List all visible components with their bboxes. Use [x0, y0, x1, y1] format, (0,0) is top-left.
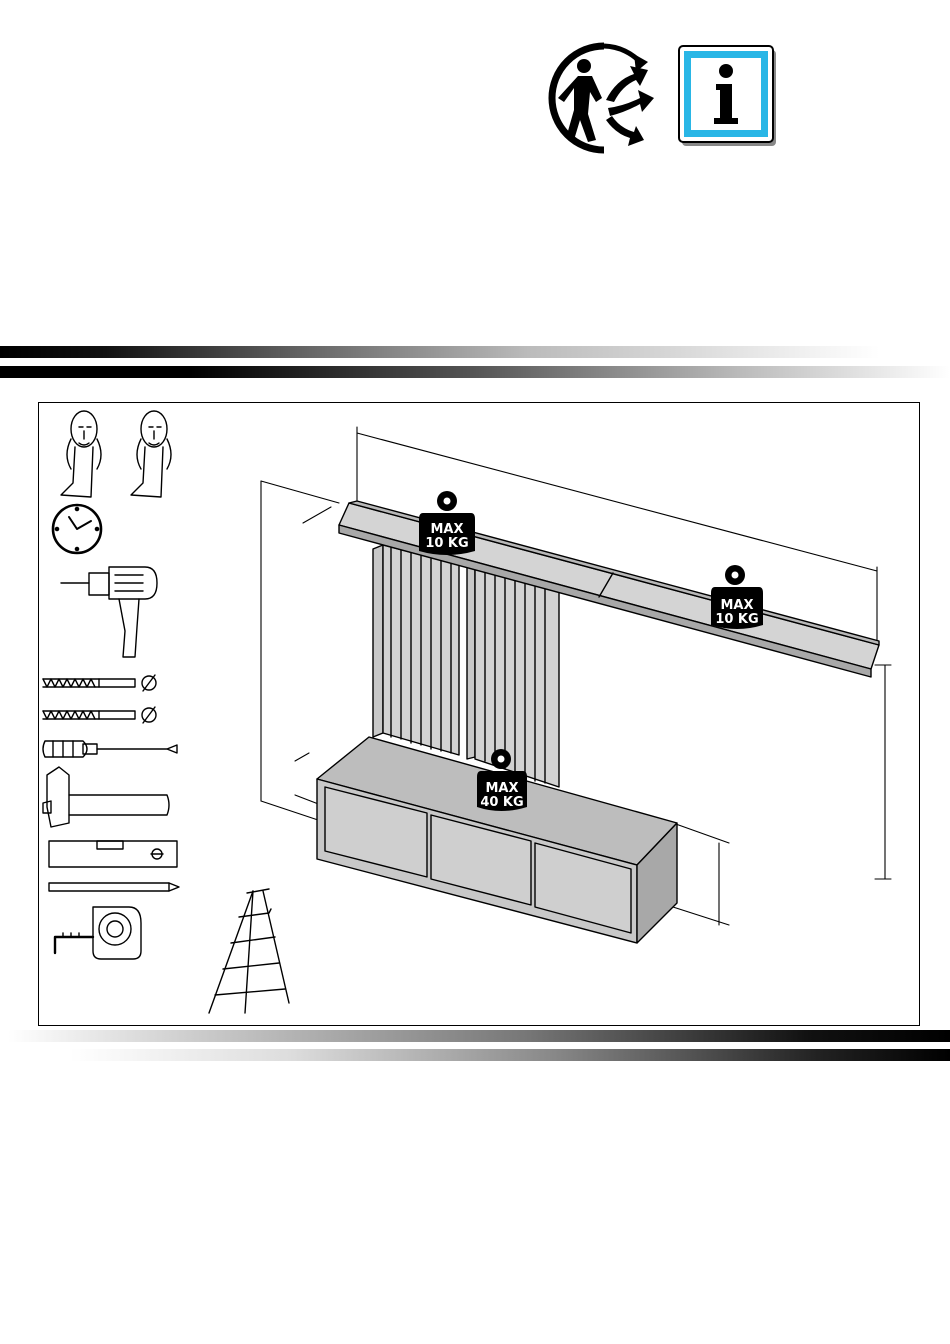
weight-left-shelf: MAX 10 KG: [419, 491, 475, 555]
header-gradient-bar-2: [0, 366, 950, 378]
two-persons-icon: [61, 411, 171, 497]
drill-bit-icon: [43, 707, 156, 723]
weight-label-bottom: 10 KG: [425, 536, 468, 551]
weight-right-shelf: MAX 10 KG: [711, 565, 763, 629]
tape-measure-icon: [55, 907, 141, 959]
weight-label-bottom: 10 KG: [715, 612, 758, 627]
drill-icon: [61, 567, 157, 657]
clock-icon: [53, 505, 101, 553]
weight-label-top: MAX: [720, 598, 753, 613]
spirit-level-icon: [49, 841, 177, 867]
assembly-illustration: MAX 10 KG MAX 10 KG MAX 40 KG: [39, 403, 921, 1027]
assembly-overview-panel: MAX 10 KG MAX 10 KG MAX 40 KG: [38, 402, 920, 1026]
weight-label-top: MAX: [485, 781, 518, 796]
info-icon: [678, 44, 778, 148]
screwdriver-icon: [43, 741, 177, 757]
drill-bit-icon: [43, 675, 156, 691]
hammer-icon: [43, 767, 169, 827]
step-ladder-icon: [209, 889, 289, 1013]
header-gradient-bar-1: [0, 346, 880, 358]
weight-label-top: MAX: [430, 522, 463, 537]
footer-gradient-bar-1: [8, 1030, 950, 1042]
recycle-person-icon: [544, 40, 664, 154]
footer-gradient-bar-2: [70, 1049, 950, 1061]
pencil-icon: [49, 883, 179, 891]
weight-label-bottom: 40 KG: [480, 795, 523, 810]
